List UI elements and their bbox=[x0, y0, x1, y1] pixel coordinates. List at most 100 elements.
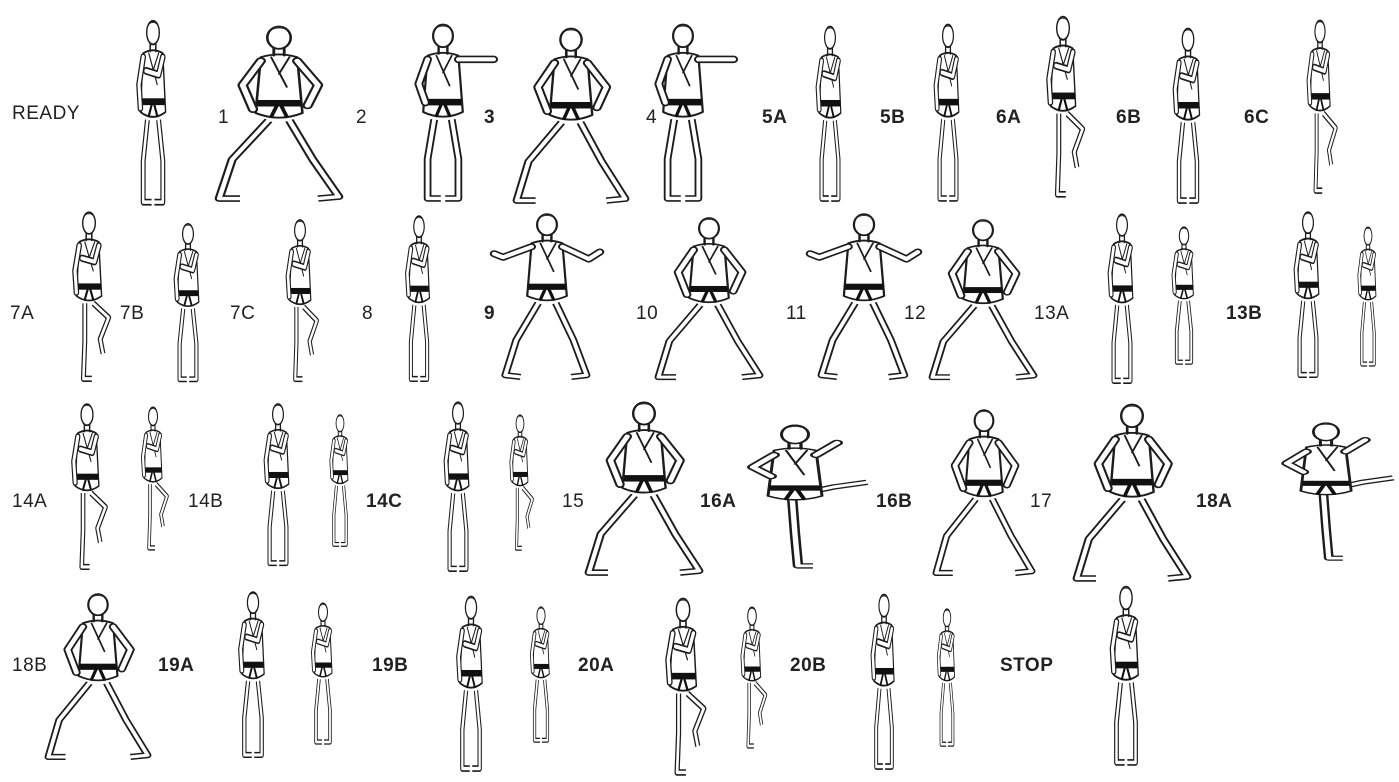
label-19a: 19A bbox=[158, 656, 194, 675]
belt bbox=[1177, 102, 1199, 109]
belt bbox=[770, 485, 821, 490]
karateka-figure-1 bbox=[118, 14, 188, 210]
belt bbox=[315, 663, 332, 668]
head bbox=[516, 415, 524, 432]
head bbox=[88, 594, 107, 615]
karateka-figure-20 bbox=[1278, 206, 1338, 382]
belt bbox=[141, 98, 165, 105]
karateka-figure-6 bbox=[800, 20, 860, 206]
karateka-side-view-1 bbox=[1158, 222, 1210, 368]
label-11: 11 bbox=[786, 304, 807, 323]
head bbox=[673, 25, 693, 48]
label-13b: 13B bbox=[1226, 304, 1262, 323]
label-18b: 18B bbox=[12, 656, 47, 675]
label-14b: 14B bbox=[188, 492, 223, 511]
belt bbox=[874, 668, 893, 675]
belt bbox=[1051, 93, 1075, 100]
head bbox=[633, 402, 655, 424]
head bbox=[465, 597, 476, 619]
karateka-figure-8 bbox=[1028, 10, 1098, 202]
belt bbox=[1175, 285, 1193, 290]
belt bbox=[845, 284, 883, 290]
head bbox=[825, 27, 836, 49]
head bbox=[1315, 20, 1325, 42]
head bbox=[81, 404, 93, 425]
karateka-figure-17 bbox=[808, 208, 920, 384]
head bbox=[537, 214, 557, 235]
head bbox=[267, 27, 290, 49]
label-7a: 7A bbox=[10, 304, 34, 323]
label-13a: 13A bbox=[1034, 304, 1069, 323]
head bbox=[1117, 214, 1128, 236]
karateka-figure-25 bbox=[720, 420, 870, 572]
karateka-figure-4 bbox=[512, 22, 630, 208]
head bbox=[295, 220, 306, 241]
head bbox=[336, 415, 344, 432]
karateka-figure-5 bbox=[628, 18, 738, 206]
belt bbox=[1112, 285, 1132, 291]
belt bbox=[664, 99, 701, 106]
karateka-figure-7 bbox=[918, 18, 978, 206]
label-16b: 16B bbox=[876, 492, 912, 511]
label-14c: 14C bbox=[366, 492, 402, 511]
belt bbox=[290, 288, 310, 294]
head bbox=[879, 595, 889, 617]
leg-line bbox=[517, 122, 562, 200]
belt bbox=[1310, 93, 1329, 99]
belt bbox=[744, 667, 760, 672]
head bbox=[943, 25, 954, 48]
belt bbox=[409, 286, 429, 292]
head bbox=[1120, 587, 1132, 610]
belt bbox=[76, 474, 98, 480]
head bbox=[433, 25, 453, 48]
label-5b: 5B bbox=[880, 108, 905, 127]
belt bbox=[1302, 481, 1350, 486]
belt bbox=[820, 100, 840, 107]
belt bbox=[178, 290, 198, 296]
label-15: 15 bbox=[562, 492, 584, 511]
label-6b: 6B bbox=[1116, 108, 1141, 127]
karateka-figure-34 bbox=[1092, 580, 1160, 770]
karateka-figure-33 bbox=[856, 588, 912, 774]
belt bbox=[513, 472, 528, 477]
belt bbox=[424, 99, 461, 106]
head bbox=[83, 212, 96, 234]
head bbox=[1179, 227, 1188, 245]
belt bbox=[257, 100, 301, 107]
belt bbox=[690, 286, 727, 292]
head bbox=[1057, 17, 1070, 40]
karateka-side-view-7 bbox=[518, 602, 564, 746]
leg-line bbox=[48, 683, 89, 757]
belt bbox=[268, 472, 288, 478]
head bbox=[975, 410, 994, 431]
karateka-figure-10 bbox=[1292, 14, 1348, 198]
head bbox=[537, 607, 545, 624]
head bbox=[319, 603, 328, 621]
label-7c: 7C bbox=[230, 304, 255, 323]
belt bbox=[242, 662, 263, 668]
head bbox=[147, 21, 160, 45]
label-8: 8 bbox=[362, 304, 373, 323]
head bbox=[943, 609, 951, 627]
karateka-side-view-8 bbox=[728, 602, 776, 752]
karateka-figure-22 bbox=[248, 398, 308, 570]
karateka-figure-29 bbox=[44, 588, 152, 764]
karateka-figure-21 bbox=[54, 398, 120, 574]
head bbox=[676, 599, 689, 622]
label-19b: 19B bbox=[372, 656, 408, 675]
karateka-figure-15 bbox=[492, 208, 602, 384]
label-20a: 20A bbox=[578, 656, 614, 675]
belt bbox=[624, 475, 665, 481]
karateka-figure-30 bbox=[222, 586, 284, 762]
karateka-figure-24 bbox=[584, 396, 704, 580]
label-14a: 14A bbox=[12, 492, 47, 511]
head bbox=[973, 220, 993, 240]
karateka-side-view-5 bbox=[498, 410, 542, 554]
head bbox=[854, 214, 874, 235]
karateka-figure-28 bbox=[1256, 418, 1396, 564]
karateka-figure-2 bbox=[214, 20, 344, 206]
karateka-figure-18 bbox=[928, 214, 1038, 384]
karateka-figure-13 bbox=[270, 214, 330, 386]
head bbox=[1303, 212, 1314, 233]
